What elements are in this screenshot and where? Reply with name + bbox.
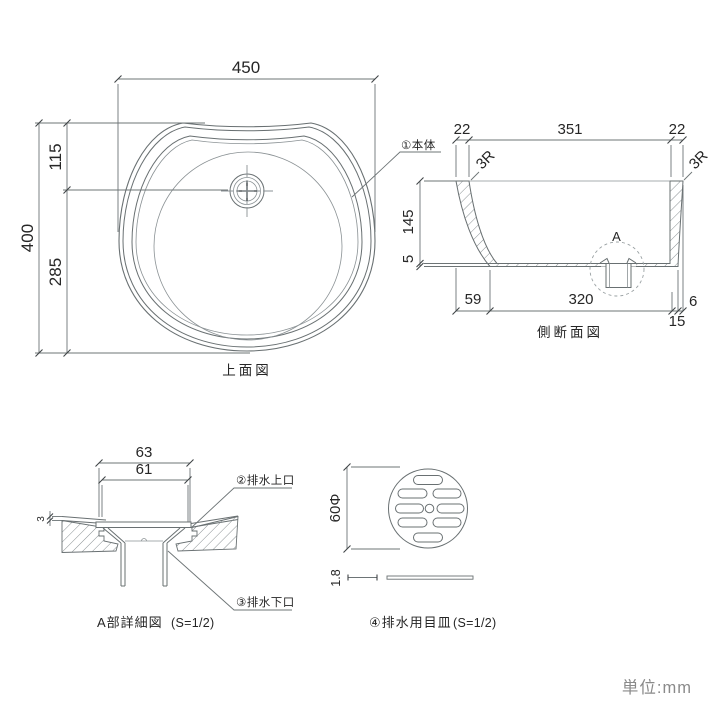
dim-3: 3 — [36, 516, 47, 522]
drain-section — [596, 257, 640, 288]
strainer-view: 60Φ 1.8 ④排水用目皿 (S=1/2) — [327, 463, 496, 630]
drain-top — [221, 165, 273, 217]
body-label: ①本体 — [401, 138, 436, 152]
top-view-caption: 上面図 — [222, 363, 272, 378]
detail-cut-right — [175, 515, 239, 552]
strainer-plate-side — [386, 575, 474, 580]
dim-285: 285 — [46, 258, 65, 286]
sink-outer-contour-offset — [122, 126, 372, 348]
dim-6: 6 — [689, 293, 697, 310]
detail-a-circle — [589, 241, 645, 297]
body-label-leader — [351, 151, 441, 198]
strainer-center-hole — [424, 503, 435, 514]
dim-63: 63 — [136, 444, 153, 461]
drain-flange — [95, 521, 192, 528]
strainer-view-caption: ④排水用目皿 — [369, 615, 452, 630]
detail-view: 63 61 3 — [36, 444, 295, 630]
dim-61: 61 — [136, 461, 153, 478]
detail-view-caption: A部詳細図 — [97, 615, 163, 630]
strainer-view-scale: (S=1/2) — [453, 616, 496, 630]
dim-351: 351 — [557, 121, 582, 138]
units-note: 単位:mm — [622, 678, 692, 697]
dim-15: 15 — [669, 313, 686, 330]
sink-rim-contour-offset — [135, 139, 359, 336]
sink-rim-contour — [131, 135, 363, 340]
side-view: A 22 351 22 3R 3R 145 5 — [400, 121, 712, 340]
lower-port-label: ③排水下口 — [236, 595, 295, 609]
strainer-plate-circle — [388, 468, 468, 549]
side-view-caption: 側断面図 — [537, 325, 603, 340]
dim-1-8: 1.8 — [329, 569, 343, 586]
detail-view-scale: (S=1/2) — [171, 616, 214, 630]
dim-3r-right: 3R — [686, 147, 712, 173]
drain-pipe-section — [102, 527, 186, 587]
lower-port-leader — [167, 550, 292, 611]
upper-port-label: ②排水上口 — [236, 473, 295, 487]
dim-115: 115 — [46, 143, 65, 170]
upper-port-leader — [190, 487, 292, 529]
dim-145: 145 — [400, 209, 417, 234]
dim-59: 59 — [465, 291, 482, 308]
dim-22-right: 22 — [669, 121, 686, 138]
basin-opening-circle — [153, 151, 343, 341]
dim-450: 450 — [232, 58, 260, 77]
sink-outer-contour — [118, 122, 376, 352]
detail-a-marker: A — [612, 229, 622, 244]
dim-60phi: 60Φ — [327, 494, 344, 523]
dim-5: 5 — [400, 255, 417, 263]
dim-22-left: 22 — [454, 121, 471, 138]
dim-3r-left: 3R — [473, 147, 499, 173]
dim-400: 400 — [18, 224, 37, 252]
strainer-slots — [395, 475, 465, 543]
dim-320: 320 — [568, 291, 593, 308]
basin-section-body — [455, 180, 684, 267]
top-view: 450 400 115 285 ①本体 上面図 — [18, 58, 441, 378]
